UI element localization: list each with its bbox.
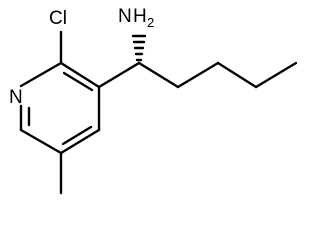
bond-chain-2 <box>176 61 220 89</box>
molecule-structure: Cl N N H 2 <box>9 6 298 195</box>
atom-amine-h: H <box>133 6 147 27</box>
stereo-hashed-wedge <box>131 34 147 62</box>
atom-amine-subscript: 2 <box>147 15 154 30</box>
atom-amine-n: N <box>118 6 132 27</box>
bond-n1-c2 <box>19 61 63 88</box>
bond-chain-3 <box>216 61 258 89</box>
bond-c4-c5 <box>59 128 101 155</box>
bond-chain-4 <box>254 61 298 89</box>
bond-c2-c3 <box>59 61 101 89</box>
bond-c2-c3-double <box>62 71 94 92</box>
bond-c5-c6 <box>19 128 63 155</box>
atom-chlorine: Cl <box>49 8 67 29</box>
bond-c4-c5-double <box>61 125 93 146</box>
atom-nitrogen-ring: N <box>9 87 23 108</box>
bond-chain-1 <box>137 61 180 89</box>
bond-c3-chiral <box>97 61 141 89</box>
